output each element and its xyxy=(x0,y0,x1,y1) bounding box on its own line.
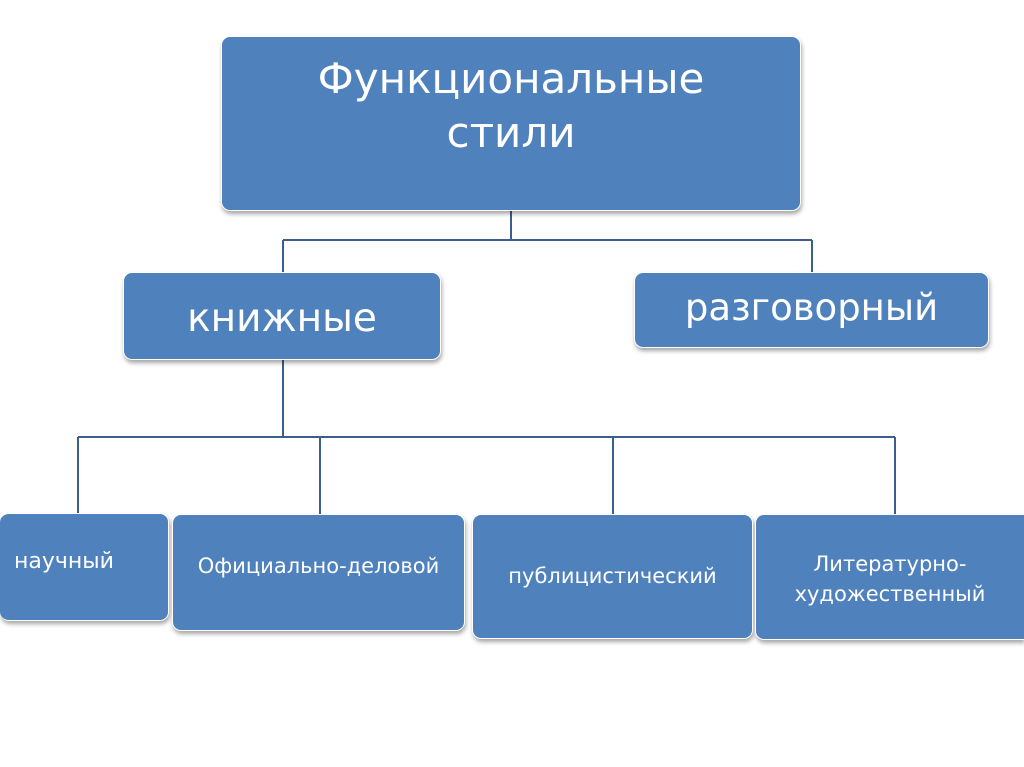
root-title-line1: Функциональные xyxy=(317,53,705,103)
node-bookish-label: книжные xyxy=(187,295,377,341)
node-literary-artistic: Литературно- художественный xyxy=(755,514,1024,640)
node-literary-label-line2: художественный xyxy=(794,582,986,606)
connector-root-to-level1 xyxy=(282,211,813,272)
node-scientific-label: научный xyxy=(14,548,114,574)
node-bookish: книжные xyxy=(123,272,441,360)
node-scientific: научный xyxy=(0,513,169,621)
node-journalistic-label: публицистический xyxy=(508,563,717,588)
node-official-business: Официально-деловой xyxy=(172,514,465,631)
node-colloquial-label: разговорный xyxy=(684,285,939,329)
node-journalistic: публицистический xyxy=(472,514,753,639)
node-colloquial: разговорный xyxy=(634,272,989,348)
root-node-functional-styles: Функциональные стили xyxy=(221,36,801,211)
node-official-business-label: Официально-деловой xyxy=(197,553,440,578)
root-title-line2: стили xyxy=(446,107,576,157)
connector-bookish-to-level2 xyxy=(77,360,896,514)
node-literary-label-line1: Литературно- xyxy=(813,551,967,576)
